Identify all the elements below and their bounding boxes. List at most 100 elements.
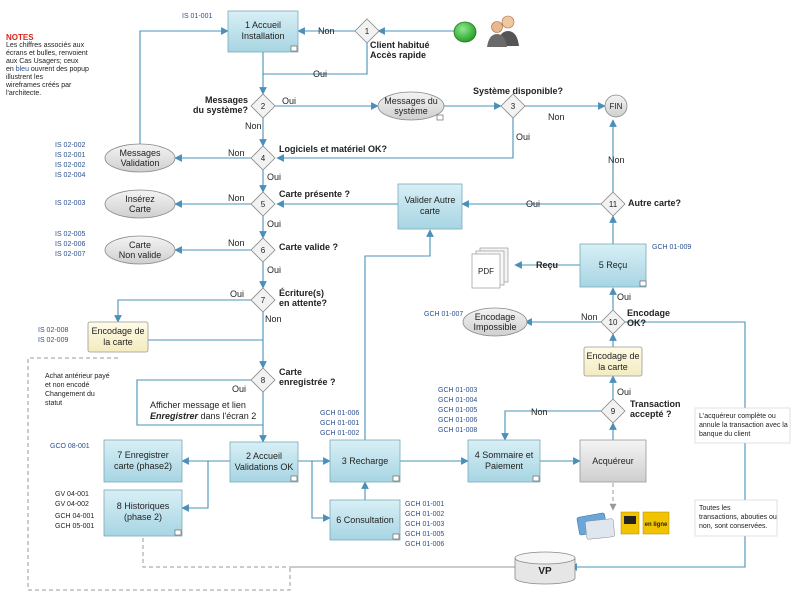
valider-autre-carte-line1: Valider Autre — [405, 195, 456, 205]
carte-non-valide-line2: Non valide — [119, 250, 162, 260]
ellipse-messages-validation: Messages Validation — [104, 143, 176, 173]
screen-recu[interactable]: 5 Reçu — [579, 243, 647, 288]
edge-label-non-6: Non — [228, 238, 245, 248]
notes-line4-blue: bleu — [15, 66, 29, 73]
decision-number-d7: 7 — [261, 296, 266, 305]
edge-label-non-9: Non — [531, 407, 548, 417]
decision-2-label-line2: du système? — [193, 105, 248, 115]
ref-is02-008: IS 02-008 — [38, 327, 68, 334]
reference-codes: IS 01-001 IS 02-002 IS 02-001 IS 02-002 … — [38, 13, 691, 548]
screen-historiques[interactable]: 8 Historiques (phase 2) — [103, 489, 183, 537]
edge-label-non-2: Non — [245, 121, 262, 131]
decision-number-d3: 3 — [511, 102, 516, 111]
decision-diamond-d2: 2 — [250, 93, 276, 119]
edge-label-oui-7: Oui — [230, 289, 244, 299]
edge-label-non-1: Non — [318, 26, 335, 36]
decision-8-label-line1: Carte — [279, 367, 302, 377]
popup-icon[interactable] — [532, 475, 540, 482]
edge-label-oui-10: Oui — [617, 292, 631, 302]
afficher-line1: Afficher message et lien — [150, 400, 246, 410]
screen-recharge[interactable]: 3 Recharge — [329, 439, 401, 483]
achat-line2: et non encodé — [45, 382, 89, 389]
screen-sommaire-paiement[interactable]: 4 Sommaire et Paiement — [467, 439, 541, 483]
decision-labels: Client habitué Accès rapide Messages du … — [193, 40, 681, 419]
ref-sommaire-d: GCH 01-006 — [438, 417, 477, 424]
decision-number-d2: 2 — [261, 102, 266, 111]
notes-line1: Les chiffres associés aux — [6, 42, 85, 49]
decision-2-label-line1: Messages — [205, 95, 248, 105]
decision-9-label-line2: accepté ? — [630, 409, 672, 419]
payment-logo-icon — [620, 511, 640, 535]
popup-icon[interactable] — [174, 529, 182, 536]
popup-icon[interactable] — [392, 475, 400, 482]
process-encodage-carte-left: Encodage de la carte — [87, 321, 149, 353]
ref-hist-b: GCH 05-001 — [55, 523, 94, 530]
screen-consultation[interactable]: 6 Consultation — [329, 499, 401, 541]
ref-sommaire-b: GCH 01-004 — [438, 397, 477, 404]
messages-systeme-line1: Messages du — [384, 96, 438, 106]
ellipse-messages-systeme: Messages du système — [377, 91, 445, 121]
edge-label-non-7: Non — [265, 314, 282, 324]
enregistrer-carte-line1: 7 Enregistrer — [117, 450, 169, 460]
messages-validation-line1: Messages — [119, 148, 161, 158]
decision-6-label: Carte valide ? — [279, 242, 338, 252]
decision-number-d10: 10 — [609, 318, 618, 327]
edge-label-non-11: Non — [608, 155, 625, 165]
edge-label-oui-8: Oui — [232, 384, 246, 394]
notes-line6: wireframes créés par — [6, 82, 72, 89]
decision-diamond-d5: 5 — [250, 191, 276, 217]
edge-labels: Non Oui Oui Non Non Oui Non Oui Non Oui … — [228, 26, 631, 417]
edge-label-oui-11: Oui — [526, 199, 540, 209]
screen-accueil-validations[interactable]: 2 Accueil Validations OK — [229, 441, 299, 483]
notes-block: NOTES Les chiffres associés aux écrans e… — [6, 34, 101, 98]
ref-consult-d: GCH 01-005 — [405, 531, 444, 538]
decision-1-label-line2: Accès rapide — [370, 50, 426, 60]
ref-consult-b: GCH 01-002 — [405, 511, 444, 518]
inserez-carte-line2: Carte — [129, 204, 151, 214]
valider-autre-carte-line2: carte — [420, 206, 440, 216]
afficher-enregistrer: Enregistrer — [150, 411, 199, 421]
decision-number-d11: 11 — [609, 200, 618, 209]
decision-10-label-line2: OK? — [627, 318, 646, 328]
ref-recu: GCH 01-009 — [652, 244, 691, 251]
edge-label-oui-4: Oui — [267, 172, 281, 182]
ref-gco: GCO 08-001 — [50, 443, 90, 450]
historiques-line1: 8 Historiques — [117, 501, 170, 511]
screen-valider-autre-carte[interactable]: Valider Autre carte — [397, 183, 463, 230]
popup-icon[interactable] — [392, 533, 400, 540]
vp-database-icon: VP — [514, 551, 576, 585]
encodage-right-line1: Encodage de — [586, 351, 639, 361]
decision-5-label: Carte présente ? — [279, 189, 350, 199]
popup-icon[interactable] — [436, 114, 444, 121]
decision-7-label-line2: en attente? — [279, 298, 327, 308]
achat-line4: statut — [45, 400, 62, 407]
edge-label-oui-2: Oui — [282, 96, 296, 106]
ref-is02-005: IS 02-005 — [55, 231, 85, 238]
acquereur-note-line1: L'acquéreur complète ou — [699, 413, 776, 420]
pdf-label: PDF — [478, 267, 494, 276]
start-node[interactable] — [453, 21, 477, 43]
ref-recharge-b: GCH 01-001 — [320, 420, 359, 427]
decision-number-d5: 5 — [261, 200, 266, 209]
decision-4-label: Logiciels et matériel OK? — [279, 144, 387, 154]
screen-accueil-installation[interactable]: 1 Accueil Installation — [227, 10, 299, 53]
ref-sommaire-a: GCH 01-003 — [438, 387, 477, 394]
toutes-line2: transactions, abouties ou — [699, 514, 777, 521]
sommaire-line1: 4 Sommaire et — [475, 450, 534, 460]
screen-enregistrer-carte[interactable]: 7 Enregistrer carte (phase2) — [103, 439, 183, 483]
annotation-afficher: Afficher message et lien Enregistrer dan… — [150, 400, 256, 421]
edge-label-non-5: Non — [228, 193, 245, 203]
black-reference-codes: GV 04-001 GV 04-002 GCH 04-001 GCH 05-00… — [55, 491, 94, 530]
process-acquereur: Acquéreur — [579, 439, 647, 483]
edge-label-oui-9: Oui — [617, 387, 631, 397]
process-encodage-carte-right: Encodage de la carte — [583, 346, 643, 377]
decision-number-d9: 9 — [611, 407, 616, 416]
historiques-line2: (phase 2) — [124, 512, 162, 522]
ref-gv-a: GV 04-001 — [55, 491, 89, 498]
notes-line4-b: ouvrent des popup — [28, 66, 89, 73]
popup-icon[interactable] — [639, 280, 647, 287]
popup-icon[interactable] — [290, 475, 298, 482]
popup-icon[interactable] — [290, 45, 298, 52]
edge-label-oui-6: Oui — [267, 265, 281, 275]
